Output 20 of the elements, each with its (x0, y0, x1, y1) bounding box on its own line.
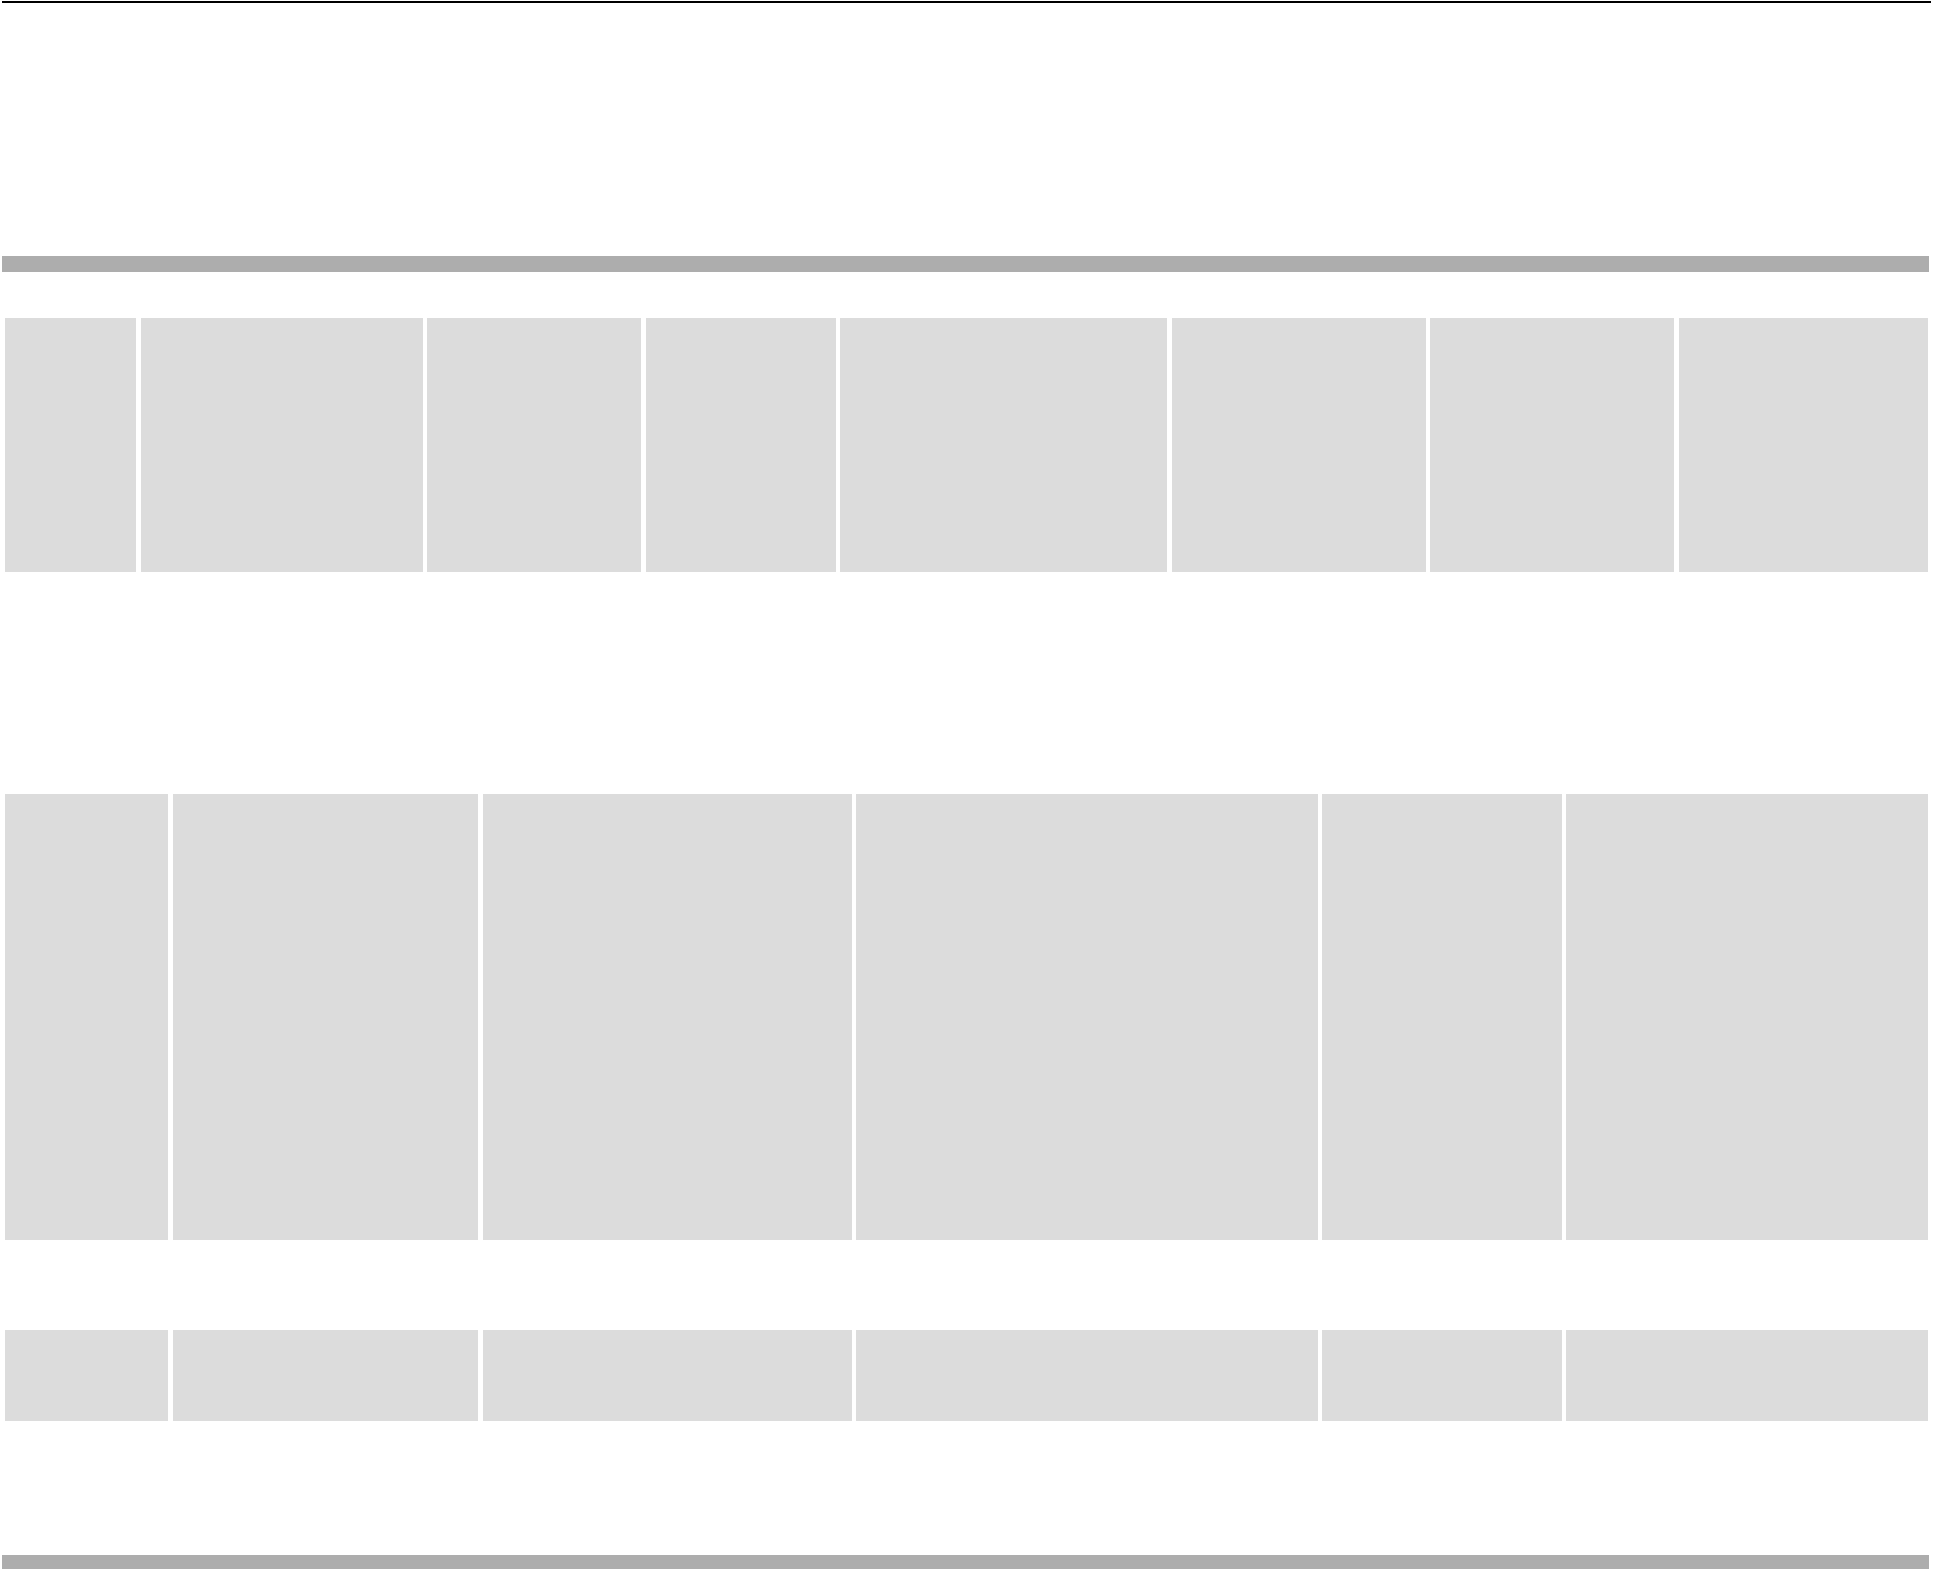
table-cell-background (140, 318, 423, 572)
table-cell-background (855, 793, 1318, 1241)
table-cell-background (855, 1330, 1318, 1422)
table-cell-background (483, 1330, 852, 1422)
table-cell-background (645, 318, 836, 572)
table-cell-background (172, 1330, 479, 1422)
table-cell-background (1679, 318, 1929, 572)
table-cell-background (1565, 1330, 1929, 1422)
table-cell-background (839, 318, 1168, 572)
table-cell-background (1321, 793, 1562, 1241)
table-cell-background (483, 793, 852, 1241)
table-cell-background (4, 1330, 168, 1422)
table-cell-background (172, 793, 479, 1241)
table-cell-background (1321, 1330, 1562, 1422)
table-cell-background (4, 793, 168, 1241)
table-cell-background (1430, 318, 1675, 572)
table-cell-background (426, 318, 642, 572)
table-cell-background (1172, 318, 1427, 572)
table-cell-background (4, 318, 136, 572)
table-cell-background (1565, 793, 1929, 1241)
